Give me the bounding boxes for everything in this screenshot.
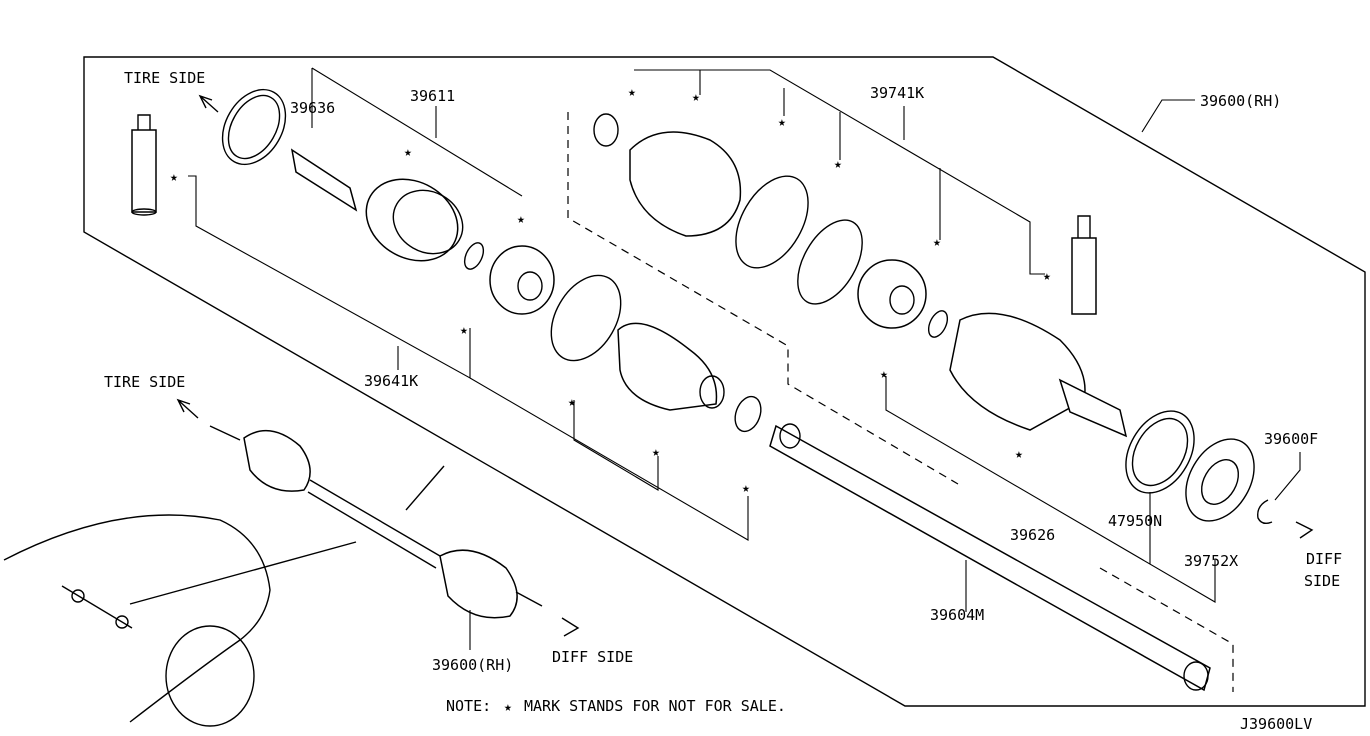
leader-frame-top-rhs [699, 70, 941, 240]
part-number-39604M[interactable]: 39604M [930, 606, 984, 624]
tire-side-arrow-upper [198, 94, 219, 113]
part-number-39600RH-bottom[interactable]: 39600(RH) [432, 656, 513, 674]
boot-band-a [550, 274, 622, 362]
dashed-region [567, 112, 959, 485]
diff-side-label-right-2: SIDE [1304, 572, 1340, 590]
star-mark: ★ [742, 481, 750, 496]
dashed-region-b [1099, 567, 1234, 692]
part-number-39600RH-top[interactable]: 39600(RH) [1200, 92, 1281, 110]
part-number-39626[interactable]: 39626 [1010, 526, 1055, 544]
leader-frame-39641K [188, 175, 471, 379]
boot-inner [593, 113, 742, 237]
leader-frame-39611 [311, 67, 523, 197]
star-mark: ★ [170, 170, 178, 185]
star-mark: ★ [1043, 269, 1051, 284]
vehicle-outline [3, 465, 445, 727]
inner-joint-housing [949, 312, 1128, 438]
assembled-drive-shaft [209, 425, 543, 619]
inner-race-b [857, 259, 927, 329]
leader-frame-boot [573, 400, 659, 491]
part-number-39611[interactable]: 39611 [410, 87, 455, 105]
note-star: ★ [504, 700, 512, 715]
note-text: MARK STANDS FOR NOT FOR SALE. [524, 697, 786, 715]
outer-joint-housing [290, 148, 464, 262]
grease-tube-left [131, 114, 157, 216]
diff-side-label-lower: DIFF SIDE [552, 648, 633, 666]
shaft-small-icon [61, 585, 133, 629]
tire-side-arrow-lower [176, 398, 199, 419]
star-mark: ★ [778, 115, 786, 130]
tire-side-label-lower: TIRE SIDE [104, 373, 185, 391]
part-number-39752X[interactable]: 39752X [1184, 552, 1238, 570]
star-mark: ★ [404, 145, 412, 160]
snap-ring-a [463, 242, 485, 270]
dust-shield [1185, 438, 1255, 522]
part-number-47950N[interactable]: 47950N [1108, 512, 1162, 530]
star-mark: ★ [568, 395, 576, 410]
diff-side-arrow-right [1295, 521, 1314, 539]
star-mark: ★ [1015, 447, 1023, 462]
leader-frame-39741K [634, 69, 1045, 275]
diff-side-label-right-1: DIFF [1306, 550, 1342, 568]
star-mark: ★ [652, 445, 660, 460]
abs-sensor-ring [1125, 410, 1195, 494]
star-mark: ★ [834, 157, 842, 172]
assembly-frame [83, 56, 1366, 707]
star-mark: ★ [933, 235, 941, 250]
star-mark: ★ [460, 323, 468, 338]
tire-side-label-upper: TIRE SIDE [124, 69, 205, 87]
diff-side-arrow-lower [561, 617, 580, 637]
seal-ring-39636 [221, 88, 287, 166]
leader-39600F [1274, 452, 1301, 501]
star-mark: ★ [517, 212, 525, 227]
leader-39600RH-top [1141, 99, 1195, 133]
drive-shaft [769, 423, 1211, 692]
snap-ring-b [927, 310, 949, 338]
part-number-39600F[interactable]: 39600F [1264, 430, 1318, 448]
boot-band-c [735, 175, 809, 269]
leader-frame-39626 [885, 376, 1216, 603]
grease-tube-right [1071, 215, 1097, 315]
star-mark: ★ [692, 90, 700, 105]
star-mark: ★ [880, 367, 888, 382]
part-number-39641K[interactable]: 39641K [364, 372, 418, 390]
boot-band-d [797, 219, 863, 305]
diagram-code: J39600LV [1240, 715, 1312, 733]
inner-race-a [489, 245, 555, 315]
part-number-39741K[interactable]: 39741K [870, 84, 924, 102]
leader-frame-39641K-b [469, 377, 749, 541]
boot-outer [617, 322, 725, 411]
star-mark: ★ [628, 85, 636, 100]
snap-ring-39600F [1257, 499, 1273, 525]
boot-band-b [734, 395, 762, 433]
note-prefix: NOTE: [446, 697, 491, 715]
part-number-39636[interactable]: 39636 [290, 99, 335, 117]
